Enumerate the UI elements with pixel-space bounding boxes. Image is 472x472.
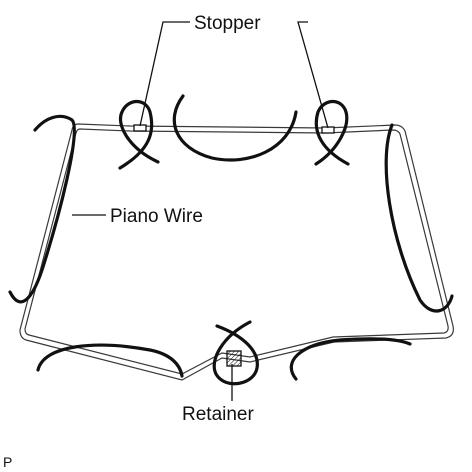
leader-lines [72,21,329,401]
stopper-leader-left [139,21,190,127]
cord-loops [8,94,454,386]
piano-wire-inner [24,128,449,375]
cord-loop-top-center [172,94,298,162]
stopper-leader-right [297,21,329,129]
retainer-label: Retainer [182,404,254,425]
retainer [226,350,242,367]
cord-loop-top-left [118,99,160,170]
corner-mark: P [3,454,12,470]
cord-loop-right-side [384,123,454,313]
cord-loop-bottom-right [289,337,412,381]
cord-loop-left-side [8,114,76,304]
cord-loop-bottom-left [36,343,184,378]
piano-wire-label: Piano Wire [110,206,203,227]
piano-wire-frame [19,123,454,381]
cord-loop-bottom-center [212,320,259,386]
piano-wire-outer [19,123,454,381]
cord-loop-top-right [314,99,350,166]
stopper-label: Stopper [194,13,261,34]
